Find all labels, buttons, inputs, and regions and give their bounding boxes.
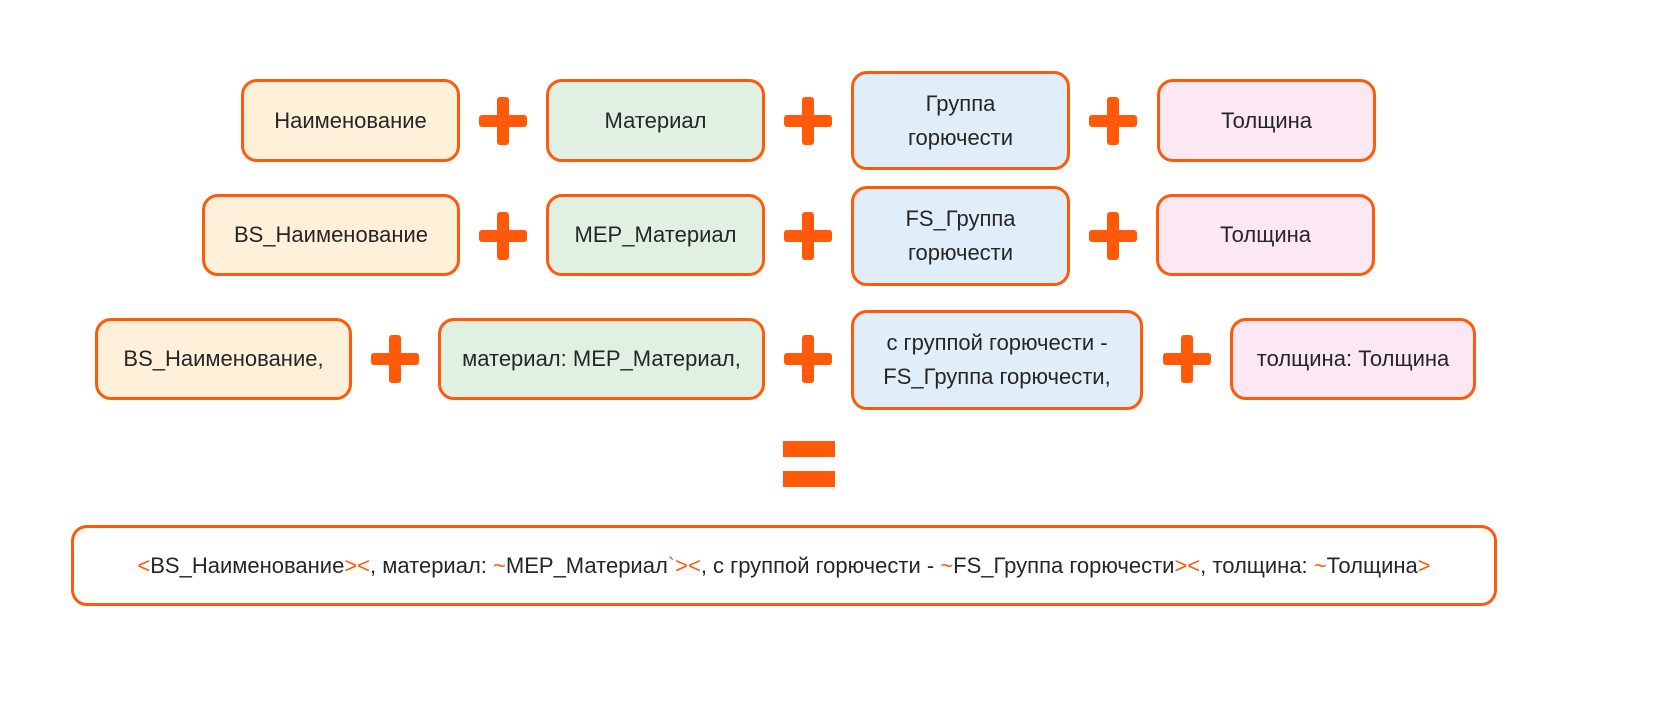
plus-icon [371, 335, 419, 383]
formula-delimiter: >< [675, 552, 701, 578]
formula-delimiter: ~ [493, 552, 506, 578]
plus-icon [479, 97, 527, 145]
row2-group-label-line1: FS_Группа [905, 206, 1016, 231]
equals-icon [783, 441, 835, 487]
row1-thickness-box: Толщина [1157, 79, 1376, 162]
plus-icon [784, 97, 832, 145]
row3-group-box: с группой горючести - FS_Группа горючест… [851, 310, 1143, 410]
result-formula-text: <BS_Наименование><, материал: ~MEP_Матер… [137, 553, 1430, 579]
row1-group-label-line1: Группа [925, 90, 996, 116]
plus-icon [479, 212, 527, 260]
formula-delimiter: > [1417, 552, 1431, 578]
formula-text-segment: Толщина [1326, 552, 1418, 578]
row3-name-label: BS_Наименование, [123, 346, 324, 371]
row2-name-box: BS_Наименование [202, 194, 460, 276]
formula-delimiter: ~ [1313, 552, 1327, 578]
row3-material-box: материал: MEP_Материал, [438, 318, 765, 400]
row2-material-box: MEP_Материал [546, 194, 765, 276]
formula-text-segment: MEP_Материал [505, 552, 668, 578]
equals-bar-bottom [783, 471, 835, 487]
plus-icon [1163, 335, 1211, 383]
plus-icon [784, 335, 832, 383]
row2-group-box: FS_Группа горючести [851, 186, 1070, 286]
row3-name-box: BS_Наименование, [95, 318, 352, 400]
formula-delimiter: ~ [940, 552, 954, 578]
formula-text-segment: , с группой горючести - [700, 552, 941, 578]
formula-text-segment: BS_Наименование [150, 552, 345, 578]
row2-group-label-line2: горючести [907, 240, 1014, 265]
row1-name-box: Наименование [241, 79, 460, 162]
row1-material-label: Материал [604, 107, 707, 133]
plus-icon [1089, 212, 1137, 260]
formula-delimiter: < [137, 552, 151, 578]
row2-material-label: MEP_Материал [574, 222, 737, 247]
formula-delimiter: >< [344, 552, 371, 578]
row3-material-label: материал: MEP_Материал, [462, 346, 741, 371]
row3-group-label-line2: FS_Группа горючести, [883, 364, 1111, 389]
formula-delimiter: >< [1174, 552, 1201, 578]
row1-thickness-label: Толщина [1220, 107, 1313, 133]
row2-thickness-label: Толщина [1219, 222, 1312, 247]
row3-group-label-line1: с группой горючести - [886, 330, 1108, 355]
formula-text-segment: , толщина: [1200, 552, 1314, 578]
formula-text-segment: FS_Группа горючести [953, 552, 1175, 578]
formula-delimiter: ` [667, 552, 676, 578]
result-formula-box: <BS_Наименование><, материал: ~MEP_Матер… [71, 525, 1497, 606]
plus-icon [784, 212, 832, 260]
equals-bar-top [783, 441, 835, 457]
row3-thickness-label: толщина: Толщина [1256, 346, 1450, 371]
plus-icon [1089, 97, 1137, 145]
formula-text-segment: , материал: [370, 552, 494, 578]
row1-group-label-line2: горючести [907, 124, 1014, 150]
row2-thickness-box: Толщина [1156, 194, 1375, 276]
row1-name-label: Наименование [274, 107, 427, 133]
row3-thickness-box: толщина: Толщина [1230, 318, 1476, 400]
row2-name-label: BS_Наименование [233, 222, 429, 247]
row1-group-box: Группа горючести [851, 71, 1070, 170]
row1-material-box: Материал [546, 79, 765, 162]
